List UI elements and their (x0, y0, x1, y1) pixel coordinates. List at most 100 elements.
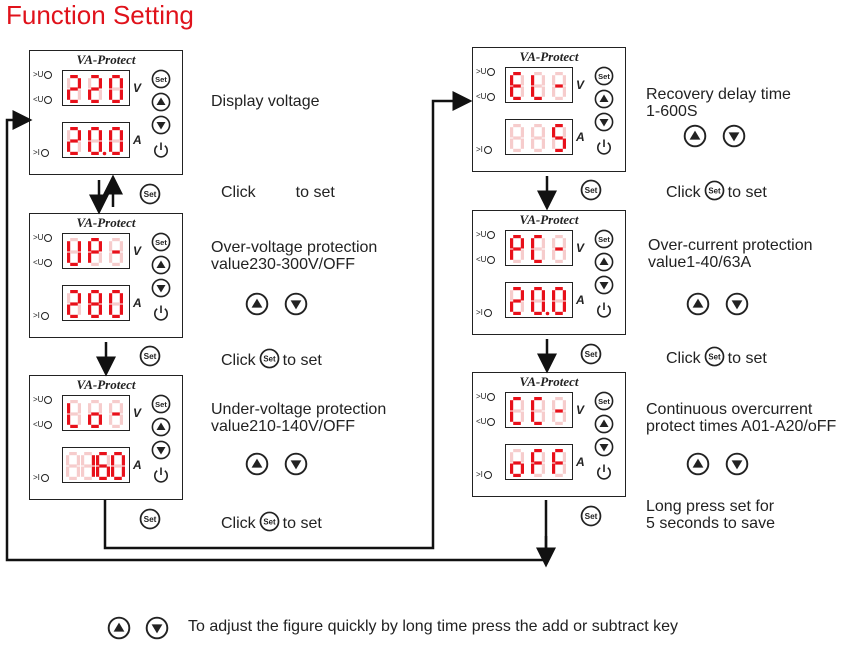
seg-c (520, 463, 524, 474)
up-button-icon[interactable] (686, 452, 710, 476)
set-button-icon[interactable]: Set (139, 508, 161, 530)
seg-e (67, 89, 71, 100)
led-indicator (483, 308, 492, 317)
seg-c (77, 89, 81, 100)
down-button-icon[interactable] (725, 292, 749, 316)
svg-text:Set: Set (598, 235, 610, 244)
seg-c (520, 411, 524, 422)
set-button-icon[interactable]: Set (580, 343, 602, 365)
led-over-voltage: >U (33, 395, 53, 404)
seg-b (98, 130, 102, 141)
seg-a (513, 72, 521, 76)
seg-g (555, 299, 563, 303)
led-over-current: >I (476, 470, 492, 479)
down-button-icon[interactable] (722, 124, 746, 148)
down-button-icon[interactable] (284, 452, 308, 476)
seg-a (84, 452, 92, 456)
led-under-voltage: <U (33, 420, 53, 429)
seg-e (88, 89, 92, 100)
set-button-icon[interactable]: Set (151, 69, 171, 89)
decimal-point (102, 151, 107, 156)
seg-c (541, 86, 545, 97)
seg-c (106, 466, 110, 477)
seg-b (119, 78, 123, 89)
seg-c (98, 414, 102, 425)
up-button-icon[interactable] (245, 292, 269, 316)
up-button-icon[interactable] (151, 92, 171, 112)
set-button-icon[interactable]: Set (151, 394, 171, 414)
unit-amp: A (133, 133, 142, 147)
seg-b (98, 403, 102, 414)
set-button-icon[interactable]: Set (704, 180, 725, 201)
down-button-icon[interactable] (151, 278, 171, 298)
up-button-icon[interactable] (151, 417, 171, 437)
seg-d (112, 262, 120, 266)
seg-b (91, 455, 95, 466)
power-icon[interactable] (594, 300, 614, 320)
down-button-icon[interactable] (594, 275, 614, 295)
up-button-icon[interactable] (683, 124, 707, 148)
down-button-icon[interactable] (594, 112, 614, 132)
up-button-icon[interactable] (594, 252, 614, 272)
set-button-icon[interactable]: Set (259, 511, 280, 532)
led-indicator (487, 392, 496, 401)
seg-g (513, 84, 521, 88)
seg-a (513, 124, 521, 128)
seg-f (531, 127, 535, 138)
power-icon[interactable] (151, 303, 171, 323)
unit-volt: V (133, 81, 142, 95)
set-button-icon[interactable]: Set (704, 346, 725, 367)
led-indicator (483, 470, 492, 479)
set-button-icon[interactable]: Set (594, 391, 614, 411)
seg-f (67, 130, 71, 141)
set-button-icon[interactable]: Set (151, 232, 171, 252)
seg-f (109, 78, 113, 89)
seg-g (70, 139, 78, 143)
up-button-icon[interactable] (594, 414, 614, 434)
seg-c (541, 249, 545, 260)
seg-f (510, 238, 514, 249)
svg-text:Set: Set (144, 352, 157, 361)
down-button-icon[interactable] (145, 616, 169, 640)
set-button-icon[interactable]: Set (580, 179, 602, 201)
down-button-icon[interactable] (725, 452, 749, 476)
power-icon[interactable] (594, 137, 614, 157)
set-button-icon[interactable]: Set (139, 183, 161, 205)
up-button-icon[interactable] (594, 89, 614, 109)
seg-g (84, 464, 92, 468)
seg-c (562, 301, 566, 312)
down-button-icon[interactable] (151, 440, 171, 460)
seg-d (555, 311, 563, 315)
down-button-icon[interactable] (151, 115, 171, 135)
seg-e (510, 463, 514, 474)
set-button-icon[interactable]: Set (259, 348, 280, 369)
seg-b (562, 127, 566, 138)
up-button-icon[interactable] (686, 292, 710, 316)
set-button-icon[interactable]: Set (580, 505, 602, 527)
up-button-icon[interactable] (151, 255, 171, 275)
seg-b (541, 75, 545, 86)
power-icon[interactable] (594, 462, 614, 482)
power-icon[interactable] (151, 465, 171, 485)
seg-d (555, 96, 563, 100)
seg-b (562, 400, 566, 411)
set-button-icon[interactable]: Set (594, 229, 614, 249)
set-button-icon[interactable]: Set (139, 345, 161, 367)
down-button-icon[interactable] (594, 437, 614, 457)
seg-d (534, 473, 542, 477)
seg-e (67, 252, 71, 263)
up-button-icon[interactable] (107, 616, 131, 640)
seg-d (112, 151, 120, 155)
set-button-icon[interactable]: Set (594, 66, 614, 86)
down-button-icon[interactable] (284, 292, 308, 316)
power-icon[interactable] (151, 140, 171, 160)
led-indicator (40, 473, 49, 482)
seg-a (70, 290, 78, 294)
seg-c (98, 304, 102, 315)
up-button-icon[interactable] (245, 452, 269, 476)
